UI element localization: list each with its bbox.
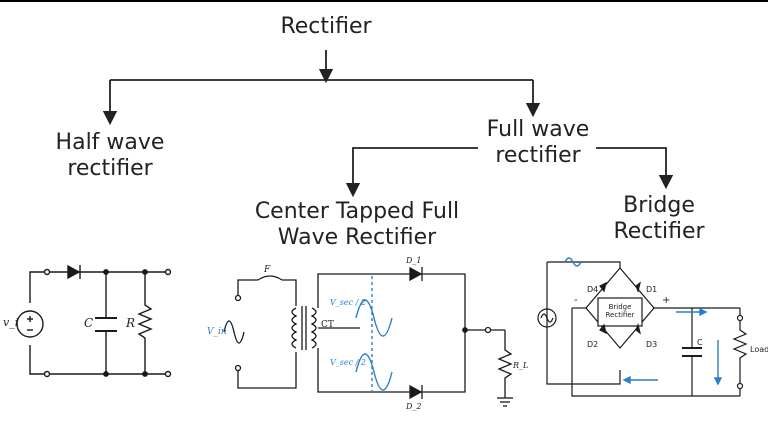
- center-tapped-line1: Center Tapped Full: [254, 199, 460, 224]
- vi-label: v_i: [3, 316, 19, 329]
- load-resistor-icon: [497, 330, 513, 398]
- secondary-coil: [310, 307, 317, 349]
- ac-source-icon: [16, 310, 44, 338]
- diode-icon: [67, 264, 81, 280]
- bridge-box-label: Bridge Rectifier: [600, 303, 640, 319]
- diode-d2-icon: [409, 384, 423, 400]
- bridge-line2: Rectifier: [613, 219, 705, 244]
- vin-label: V_in: [207, 327, 227, 337]
- rl-label: R_L: [513, 361, 529, 370]
- center-tapped-line2: Wave Rectifier: [277, 225, 437, 250]
- bridge-sine-icon: [564, 257, 582, 267]
- primary-coil: [291, 307, 298, 349]
- vsec-top-label: V_sec / 2: [330, 298, 366, 307]
- bridge-c-label: C: [697, 338, 703, 347]
- bridge-circuit: [537, 261, 748, 397]
- sine-input-icon: [223, 320, 245, 344]
- c-label: C: [84, 316, 94, 330]
- sine-top-icon: [355, 299, 393, 337]
- bridge-d1-label: D1: [646, 285, 658, 294]
- r-label: R: [126, 316, 136, 330]
- top-border-line: [0, 0, 768, 2]
- center-tapped-circuit: [223, 266, 513, 407]
- d2-label: D_2: [406, 402, 422, 411]
- half-wave-label: Half wave rectifier: [30, 130, 190, 182]
- half-wave-line1: Half wave: [55, 130, 165, 155]
- bridge-label: Bridge Rectifier: [596, 193, 722, 245]
- full-wave-label: Full wave rectifier: [466, 117, 610, 169]
- bridge-diamond: [585, 267, 655, 349]
- fuse-label: F: [264, 265, 271, 275]
- bridge-load-icon: [732, 308, 748, 396]
- full-wave-line2: rectifier: [495, 143, 581, 168]
- title-rectifier: Rectifier: [280, 14, 372, 39]
- bridge-line1: Bridge: [623, 193, 695, 218]
- bridge-d3-label: D3: [646, 340, 658, 349]
- d1-label: D_1: [406, 256, 422, 265]
- center-tapped-label: Center Tapped Full Wave Rectifier: [232, 199, 482, 251]
- bridge-d2-label: D2: [587, 340, 599, 349]
- fuse-icon: [257, 275, 283, 281]
- bridge-ac-source-icon: [537, 308, 557, 328]
- bridge-d4-label: D4: [587, 285, 599, 294]
- bridge-load-label: Load: [750, 345, 768, 354]
- bridge-box-line2: Rectifier: [605, 311, 635, 319]
- bridge-box-line1: Bridge: [608, 303, 632, 311]
- resistor-icon: [137, 272, 153, 374]
- half-wave-circuit: [16, 264, 172, 378]
- center-tapped-waveforms: [355, 276, 393, 392]
- full-wave-line1: Full wave: [486, 117, 590, 142]
- sine-bottom-icon: [355, 353, 393, 391]
- bridge-current-arrows: [564, 257, 723, 386]
- plus-label: +: [662, 295, 671, 306]
- center-tapped-arrow: [345, 147, 478, 198]
- vsec-bottom-label: V_sec / 2: [330, 358, 366, 367]
- tree-connectors: [102, 50, 674, 198]
- bridge-arrow: [596, 147, 674, 190]
- half-wave-line2: rectifier: [67, 156, 153, 181]
- diode-d1-icon: [409, 266, 423, 282]
- minus-label: -: [574, 295, 578, 306]
- ct-label: CT: [321, 320, 334, 330]
